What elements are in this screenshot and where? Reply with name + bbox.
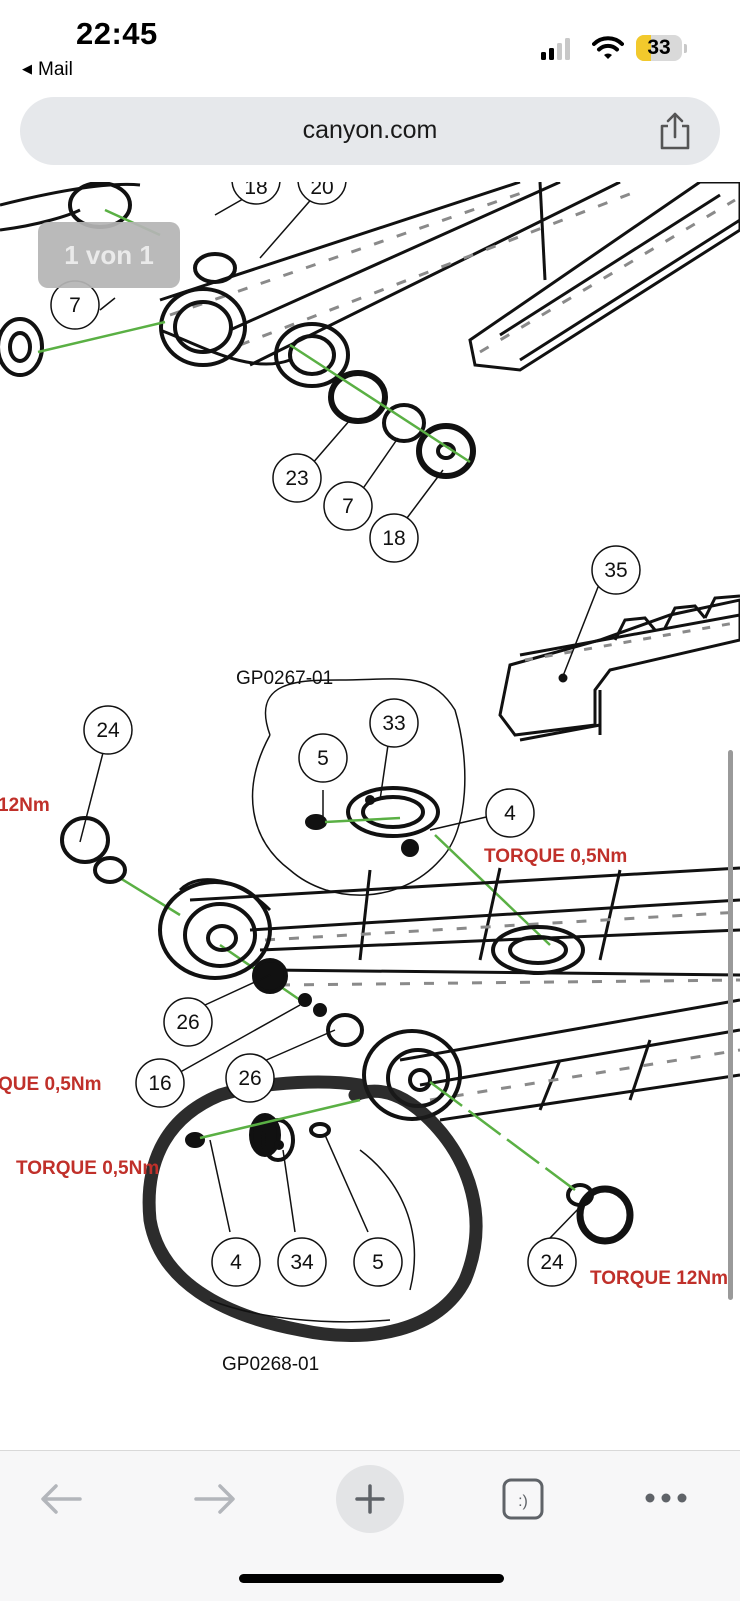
part-number: 7 (69, 294, 81, 317)
back-to-mail-label: Mail (38, 59, 73, 80)
arrow-left-icon[interactable] (38, 1481, 84, 1517)
callout-circle-26-left (163, 997, 213, 1047)
part-35-hatching (524, 620, 740, 662)
status-time: 22:45 (76, 16, 158, 51)
part-33-plate (305, 786, 440, 857)
part-34-plate (185, 1113, 331, 1162)
arrow-right-icon[interactable] (192, 1481, 238, 1517)
lower-pivot-hub (362, 1029, 634, 1245)
callout-circle-20-top (297, 182, 347, 205)
address-bar[interactable]: canyon.com (20, 97, 720, 165)
lower-frame-hatching (429, 1048, 740, 1102)
battery-fill (636, 35, 651, 61)
part-number: 24 (540, 1251, 564, 1274)
callout-circle-35 (591, 545, 641, 595)
callout-circle-24-right (527, 1237, 577, 1287)
part-number: 5 (317, 747, 329, 770)
part-callout-numbers: 18 20 7 23 7 18 35 24 5 33 4 26 16 26 4 … (69, 182, 628, 1274)
part-number: 33 (382, 712, 405, 735)
callout-circle-16 (135, 1058, 185, 1108)
callout-circle-18 (369, 513, 419, 563)
part-number: 35 (604, 559, 627, 582)
group-labels: GP0267-01 GP0268-01 (222, 668, 333, 1375)
lower-axis-line (429, 1080, 576, 1192)
lower-leader-lines (79, 744, 583, 1239)
part-number: 4 (230, 1251, 242, 1274)
part-number: 5 (372, 1251, 384, 1274)
share-icon[interactable] (657, 111, 693, 151)
part-callouts (50, 182, 641, 1287)
part-number: 23 (285, 467, 308, 490)
part-number: 24 (96, 719, 120, 742)
callout-circle-26 (225, 1053, 275, 1103)
back-triangle-icon: ◀ (22, 61, 32, 76)
torque-label: TORQUE 0,5Nm (484, 846, 627, 867)
address-url[interactable]: canyon.com (302, 116, 438, 144)
battery-level-text: 33 (647, 36, 671, 59)
back-to-mail-link[interactable]: ◀ Mail (22, 59, 73, 81)
part-number: 20 (310, 182, 333, 199)
callout-circle-33 (369, 698, 419, 748)
callout-circle-5-mid (298, 733, 348, 783)
page-indicator: 1 von 1 (38, 222, 180, 288)
cellular-signal-icon (541, 38, 570, 60)
part-number: 34 (290, 1251, 314, 1274)
callout-circle-7 (323, 481, 373, 531)
torque-label: TORQUE 12Nm (590, 1268, 728, 1289)
leader-35 (562, 581, 601, 677)
callout-circle-23 (272, 453, 322, 503)
top-pivot-bearings (0, 182, 476, 479)
vertical-scrollbar[interactable] (728, 750, 733, 1300)
part-number: 26 (176, 1011, 199, 1034)
callout-circle-18-top (231, 182, 281, 205)
battery-indicator: 33 (636, 35, 688, 61)
svg-text::): :) (518, 1493, 528, 1510)
battery-cap (684, 44, 687, 53)
callout-circle-24-left (83, 705, 133, 755)
middle-frame-hatching (264, 910, 740, 987)
part-number: 26 (238, 1067, 261, 1090)
gp0267-outline (251, 678, 466, 896)
gp0268-inner-outline-right (359, 1149, 416, 1291)
part-number: 7 (342, 495, 354, 518)
middle-pivot-hub (60, 816, 585, 1047)
group-label-gp0268: GP0268-01 (222, 1354, 319, 1375)
group-label-gp0267: GP0267-01 (236, 668, 333, 689)
page-indicator-text: 1 von 1 (64, 240, 154, 270)
part-number: 18 (382, 527, 405, 550)
lower-frame-drawing (399, 998, 740, 1122)
callout-circle-4-mid (485, 788, 535, 838)
callout-circle-34 (277, 1237, 327, 1287)
plus-icon (355, 1484, 385, 1514)
pdf-document-view[interactable]: 18 20 7 23 7 18 35 24 5 33 4 26 16 26 4 … (0, 182, 740, 1452)
status-bar: 22:45 ◀ Mail 33 (0, 0, 740, 92)
part-number: 4 (504, 802, 516, 825)
callout-circle-4-low (211, 1237, 261, 1287)
upper-frame-hatching (169, 188, 736, 354)
home-indicator[interactable] (239, 1574, 504, 1583)
part-35-drawing (498, 594, 740, 742)
torque-label: 12Nm (0, 795, 50, 816)
exploded-parts-diagram: 18 20 7 23 7 18 35 24 5 33 4 26 16 26 4 … (0, 182, 740, 1375)
battery-body: 33 (636, 35, 682, 61)
part-number: 18 (244, 182, 267, 199)
torque-label: QUE 0,5Nm (0, 1074, 101, 1095)
part-number: 16 (148, 1072, 171, 1095)
torque-label: TORQUE 0,5Nm (16, 1158, 159, 1179)
hand-drawn-highlight-circle (142, 1075, 483, 1343)
gp0268-axis-line (199, 1098, 361, 1140)
tabs-icon[interactable]: :) (501, 1477, 545, 1521)
gp0268-inner-outline (209, 1299, 391, 1323)
more-dots-icon[interactable] (644, 1491, 688, 1505)
torque-labels: 12Nm TORQUE 0,5Nm QUE 0,5Nm TORQUE 0,5Nm… (0, 795, 728, 1289)
wifi-icon (592, 36, 624, 59)
middle-frame-drawing (178, 866, 740, 977)
new-tab-button[interactable] (336, 1465, 404, 1533)
callout-circle-5-low (353, 1237, 403, 1287)
